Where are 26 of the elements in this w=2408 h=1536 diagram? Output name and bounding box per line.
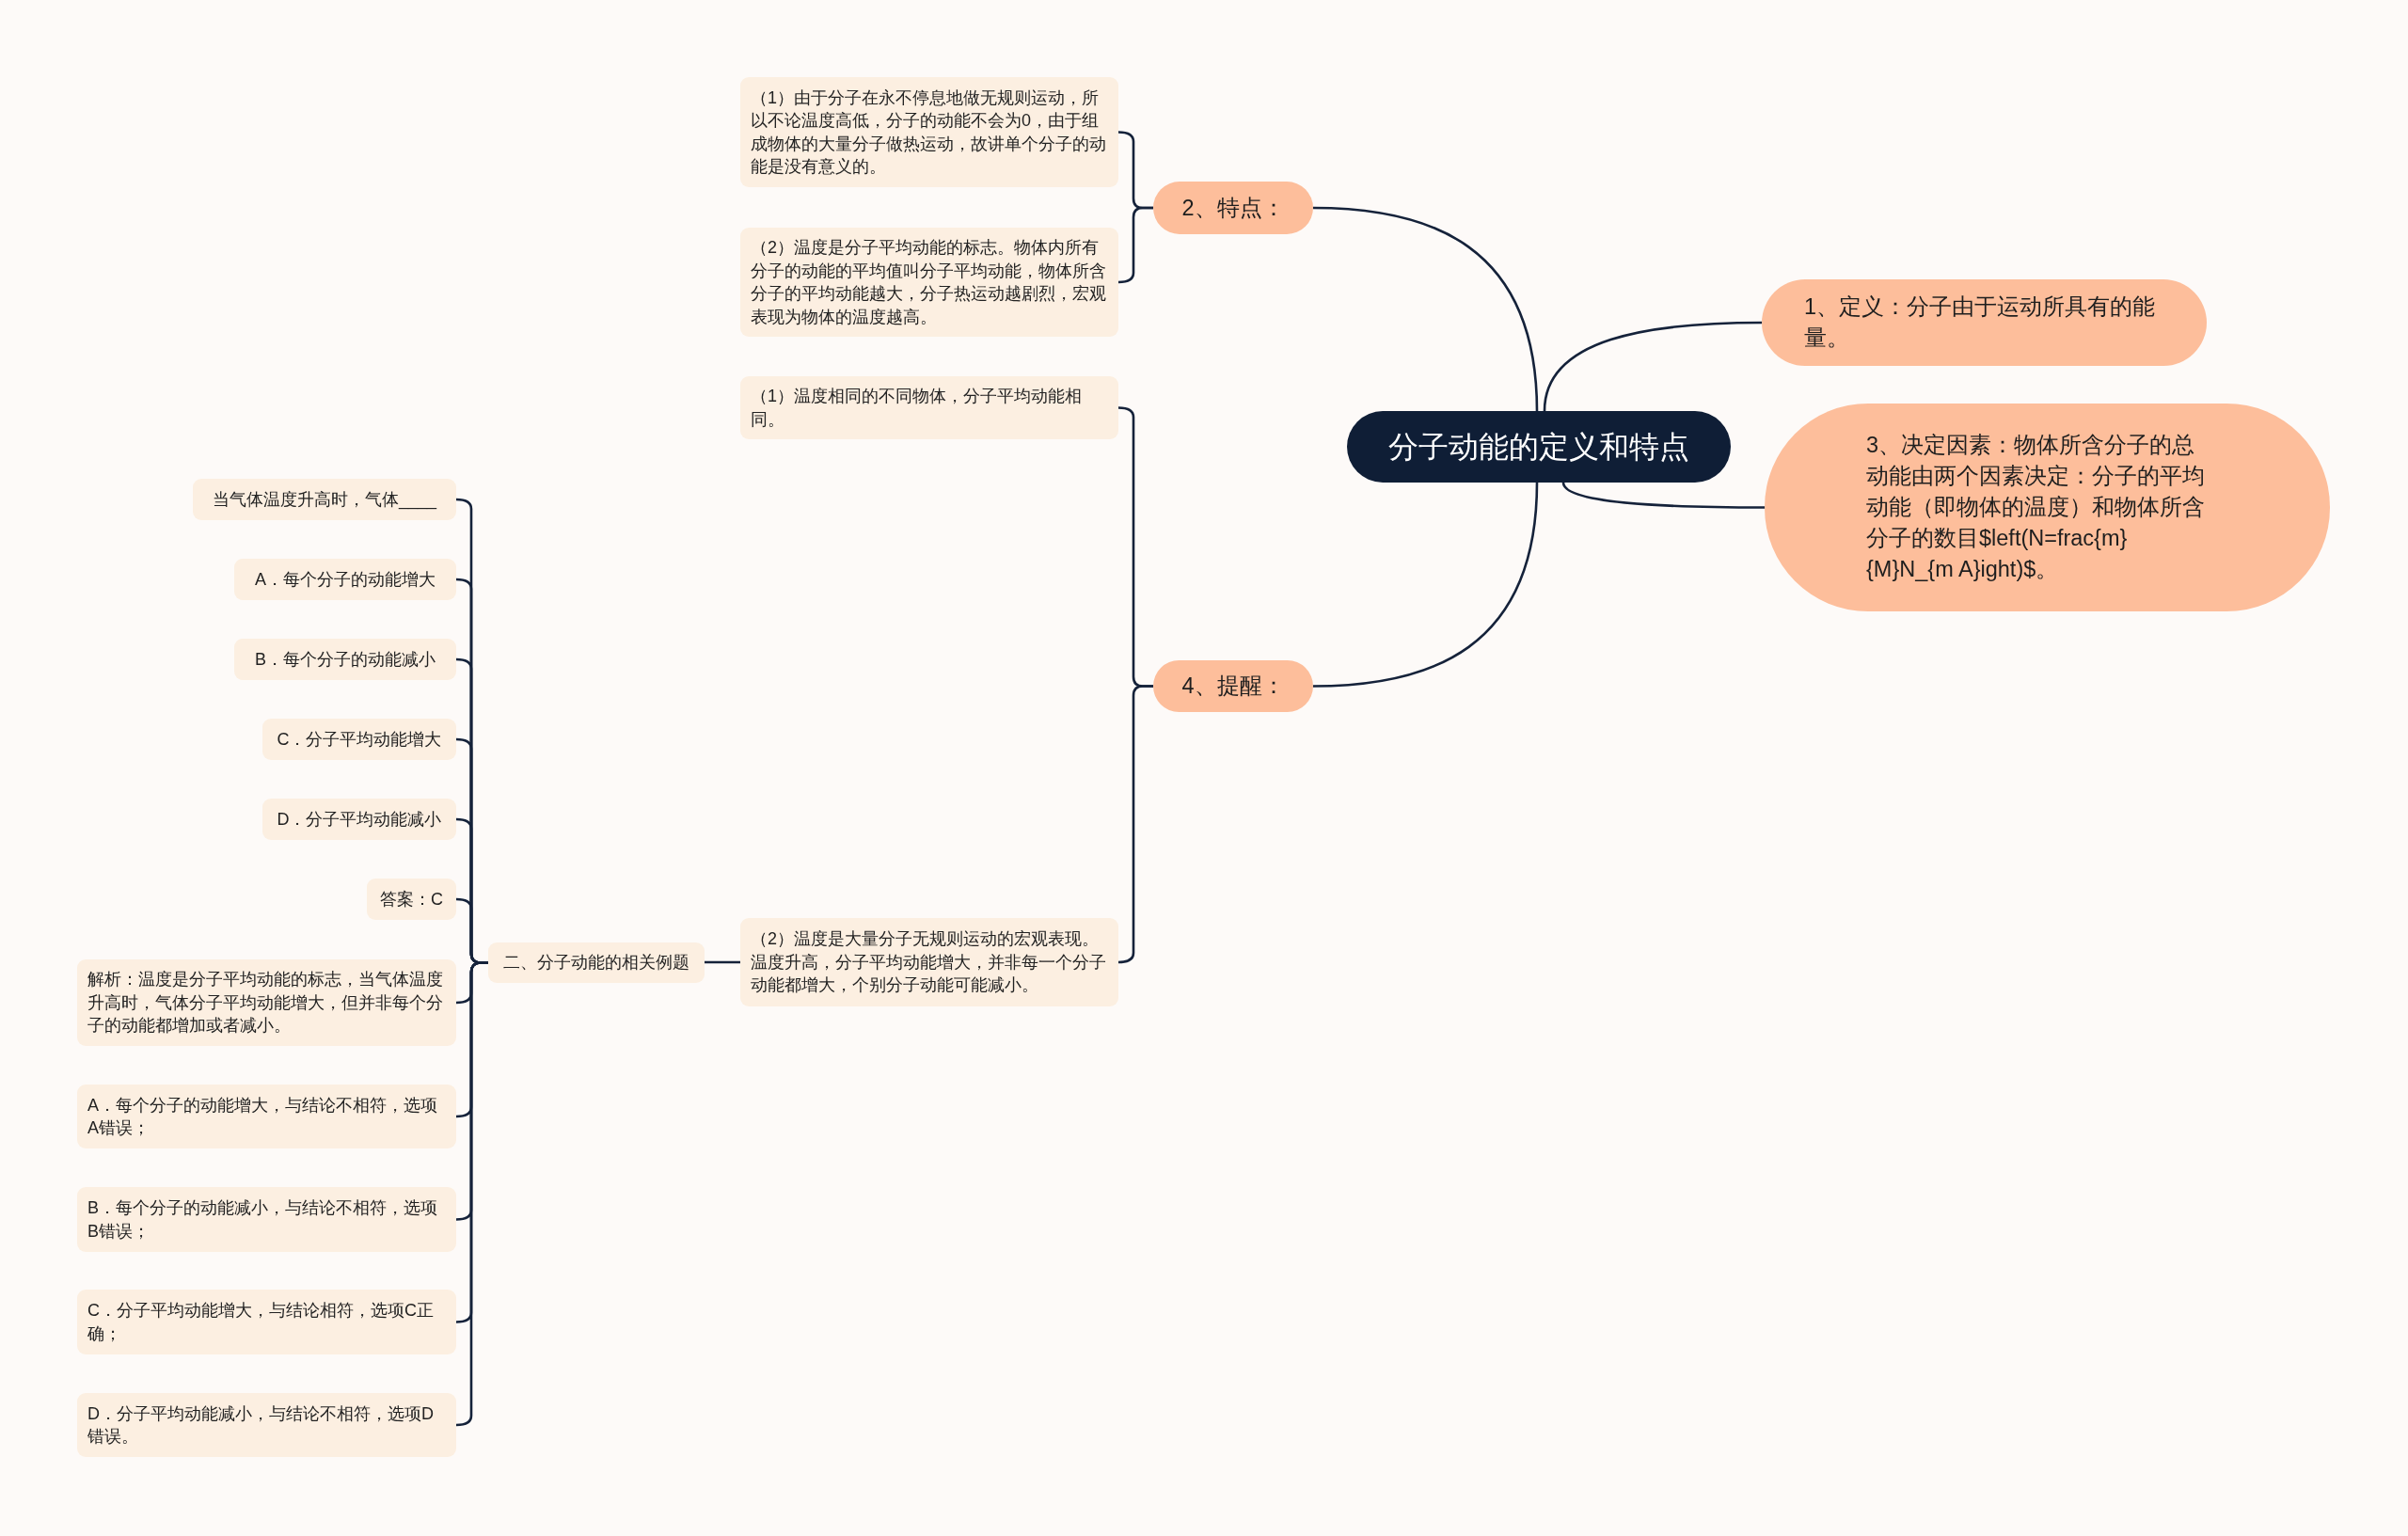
connector-line [705, 960, 740, 964]
subtopic-box: D．分子平均动能减小 [262, 799, 456, 840]
subtopic-box: B．每个分子的动能减小，与结论不相符，选项B错误； [77, 1187, 456, 1252]
subtopic-box: D．分子平均动能减小，与结论不相符，选项D错误。 [77, 1393, 456, 1457]
subtopic-box: A．每个分子的动能增大，与结论不相符，选项A错误； [77, 1085, 456, 1148]
connector-line [1312, 206, 1539, 412]
connector-line [1561, 482, 1765, 509]
subtopic-box: B．每个分子的动能减小 [234, 639, 456, 680]
subtopic-box: （1）温度相同的不同物体，分子平均动能相同。 [740, 376, 1118, 439]
subtopic-box: 答案：C [367, 879, 456, 920]
central-topic: 分子动能的定义和特点 [1347, 411, 1731, 483]
subtopic-box: 二、分子动能的相关例题 [488, 942, 705, 983]
connector-line [1312, 482, 1539, 688]
subtopic-box: （1）由于分子在永不停息地做无规则运动，所以不论温度高低，分子的动能不会为0，由于组成物体的大量分子做热运动，故讲单个分子的动能是没有意义的。 [740, 77, 1118, 187]
topic-pill: 2、特点： [1153, 182, 1313, 234]
topic-pill: 1、定义：分子由于运动所具有的能量。 [1762, 279, 2207, 366]
subtopic-box: A．每个分子的动能增大 [234, 559, 456, 600]
connector-line [1543, 321, 1762, 412]
subtopic-box: （2）温度是分子平均动能的标志。物体内所有分子的动能的平均值叫分子平均动能，物体所含分子的平均动能越大，分子热运动越剧烈，宏观表现为物体的温度越高。 [740, 228, 1118, 337]
subtopic-box: 解析：温度是分子平均动能的标志，当气体温度升高时，气体分子平均动能增大，但并非每个分子的动能都增加或者减小。 [77, 959, 456, 1046]
topic-pill: 4、提醒： [1153, 660, 1313, 712]
subtopic-box: C．分子平均动能增大 [262, 719, 456, 760]
subtopic-box: （2）温度是大量分子无规则运动的宏观表现。温度升高，分子平均动能增大，并非每一个分子动能都增大，个别分子动能可能减小。 [740, 918, 1118, 1006]
topic-pill: 3、决定因素：物体所含分子的总动能由两个因素决定：分子的平均动能（即物体的温度）和物体所含分子的数目$left(N=frac{m}{M}N_{m A}ight)$。 [1765, 404, 2330, 611]
subtopic-box: 当气体温度升高时，气体____ [193, 479, 456, 520]
subtopic-box: C．分子平均动能增大，与结论相符，选项C正确； [77, 1290, 456, 1354]
